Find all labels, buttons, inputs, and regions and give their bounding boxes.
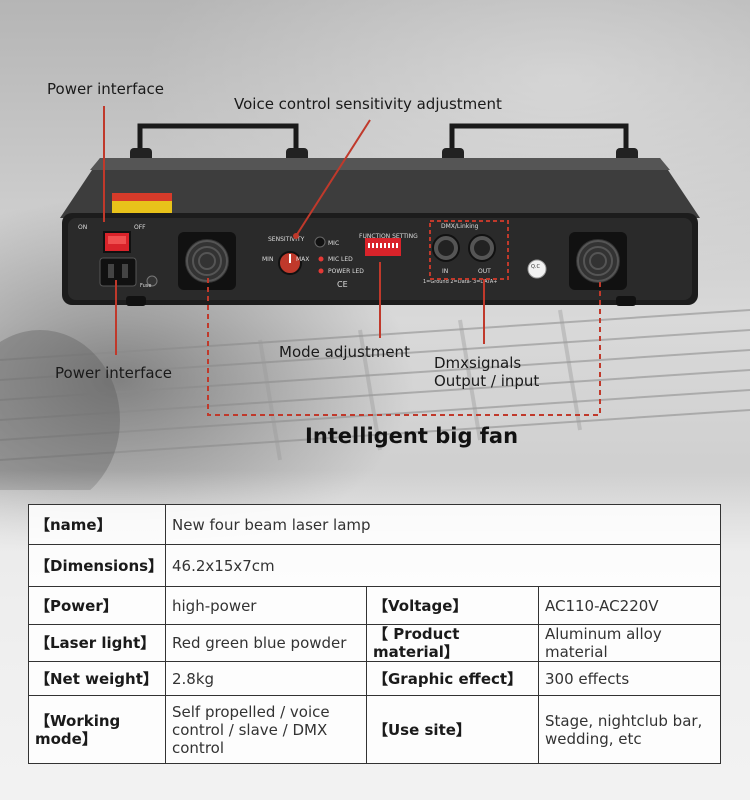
spec-key: 【Net weight】 <box>28 661 166 696</box>
mic-led-label: MIC LED <box>328 256 353 263</box>
spec-value: Aluminum alloy material <box>538 624 721 662</box>
mic-label: MIC <box>328 240 340 247</box>
callout-power-interface-top: Power interface <box>47 80 165 98</box>
table-row: 【Power】 high-power 【Voltage】 AC110-AC220… <box>28 586 721 625</box>
sensitivity-label: SENSITIVITY <box>268 236 305 243</box>
spec-value: 300 effects <box>538 661 721 696</box>
function-setting-label: FUNCTION SETTING <box>359 233 418 240</box>
callout-voice-control: Voice control sensitivity adjustment <box>234 95 502 113</box>
dmx-in-label: IN <box>442 268 449 275</box>
spec-key: 【Voltage】 <box>366 586 539 625</box>
guitar-strings-background <box>0 309 750 490</box>
spec-value: Self propelled / voice control / slave /… <box>165 695 367 764</box>
dmx-linking-label: DMX/Linking <box>441 223 479 230</box>
spec-key: 【Working mode】 <box>28 695 166 764</box>
spec-value: 2.8kg <box>165 661 367 696</box>
callout-power-interface-bottom: Power interface <box>55 364 173 382</box>
spec-key: 【name】 <box>28 504 166 545</box>
table-row: 【Net weight】 2.8kg 【Graphic effect】 300 … <box>28 661 721 696</box>
spec-key: 【Graphic effect】 <box>366 661 539 696</box>
dmx-pinout-label: 1=Ground 2=Data- 3=DATA+ <box>423 279 498 285</box>
qc-sticker-label: Q.C <box>531 264 541 270</box>
laser-device-back-panel <box>60 123 700 306</box>
callout-intelligent-fan: Intelligent big fan <box>305 424 519 448</box>
callout-dmx-line1: Dmxsignals <box>434 354 522 372</box>
fuse-label: Fuse <box>140 283 152 289</box>
spec-value: AC110-AC220V <box>538 586 721 625</box>
spec-value: high-power <box>165 586 367 625</box>
switch-on-label: ON <box>78 224 88 231</box>
ce-mark: CE <box>337 280 348 289</box>
table-row: 【Dimensions】 46.2x15x7cm <box>28 544 721 587</box>
spec-value: Stage, nightclub bar, wedding, etc <box>538 695 721 764</box>
table-row: 【Working mode】 Self propelled / voice co… <box>28 695 721 764</box>
switch-off-label: OFF <box>134 224 146 231</box>
spec-value: New four beam laser lamp <box>165 504 721 545</box>
spec-key: 【 Product material】 <box>366 624 539 662</box>
callout-dmx-line2: Output / input <box>434 372 540 390</box>
callout-mode-adjustment: Mode adjustment <box>279 343 410 361</box>
dmx-out-label: OUT <box>478 268 491 275</box>
spec-value: 46.2x15x7cm <box>165 544 721 587</box>
max-label: MAX <box>296 256 310 263</box>
callout-lines <box>103 106 601 416</box>
spec-table: 【name】 New four beam laser lamp 【Dimensi… <box>28 504 721 764</box>
spec-key: 【Use site】 <box>366 695 539 764</box>
spec-key: 【Dimensions】 <box>28 544 166 587</box>
table-row: 【name】 New four beam laser lamp <box>28 504 721 545</box>
spec-key: 【Power】 <box>28 586 166 625</box>
spec-key: 【Laser light】 <box>28 624 166 662</box>
spec-value: Red green blue powder <box>165 624 367 662</box>
min-label: MIN <box>262 256 274 263</box>
power-led-label: POWER LED <box>328 268 364 275</box>
table-row: 【Laser light】 Red green blue powder 【 Pr… <box>28 624 721 662</box>
